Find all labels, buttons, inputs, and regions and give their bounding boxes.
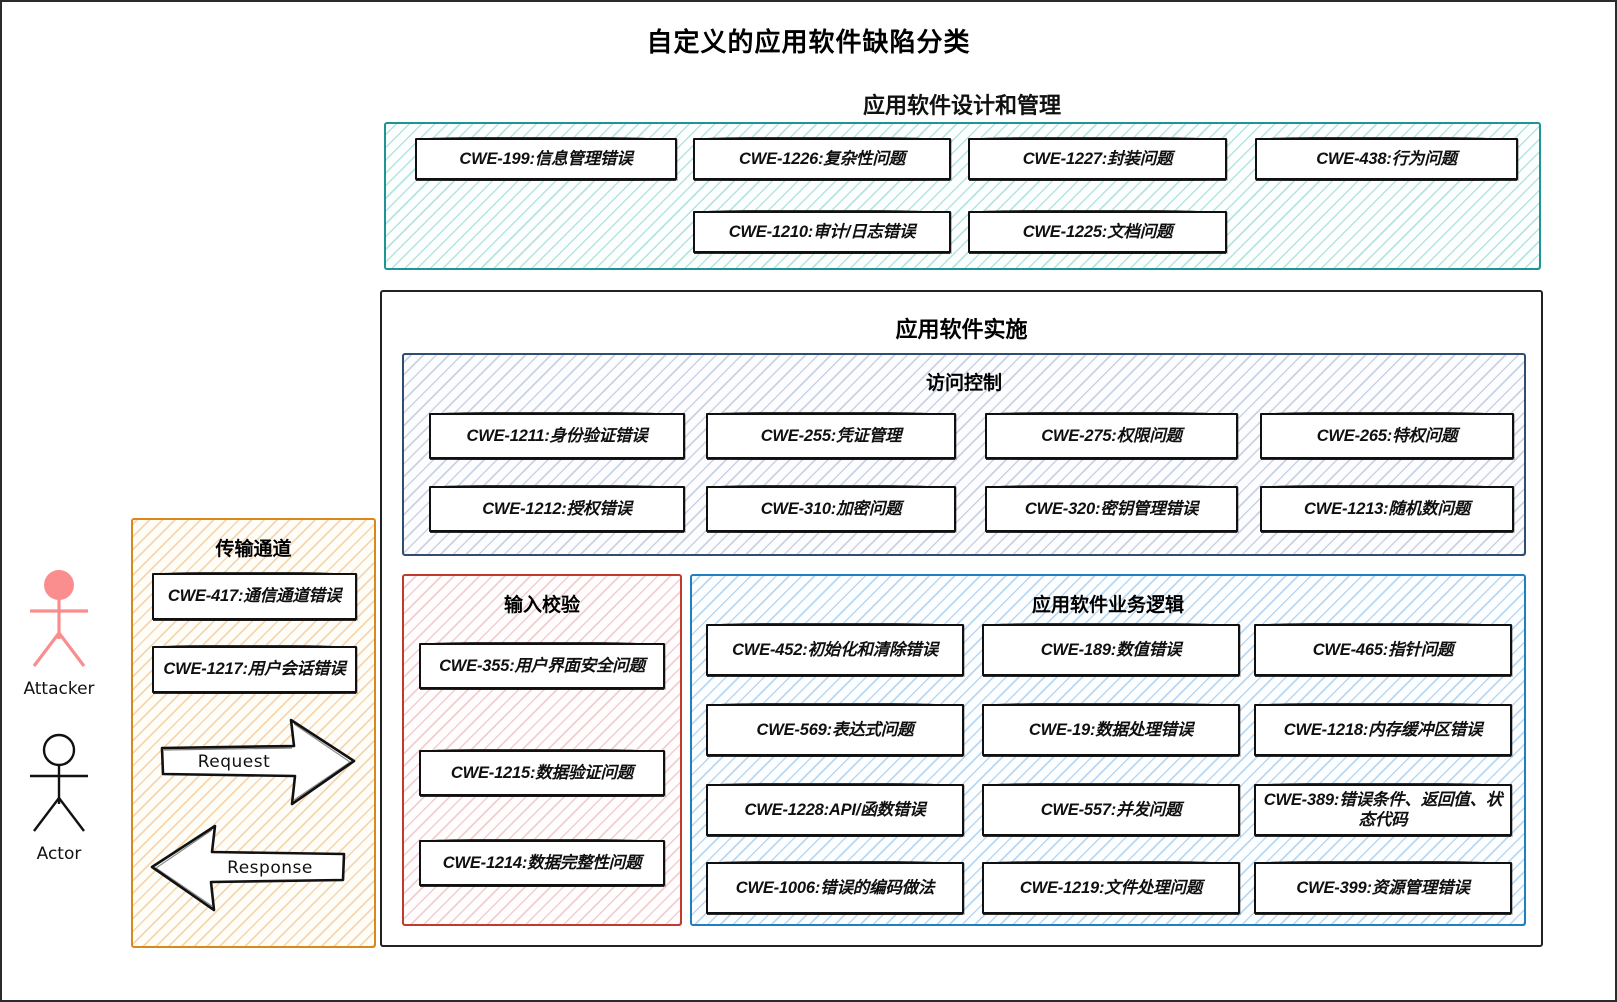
panel-access-control-title: 访问控制 (925, 373, 1002, 394)
cwe-label: CWE-557:并发问题 (1040, 800, 1182, 819)
cwe-box[interactable]: CWE-199:信息管理错误 (415, 137, 677, 181)
cwe-box[interactable]: CWE-1226:复杂性问题 (693, 137, 951, 181)
cwe-box[interactable]: CWE-1006:错误的编码做法 (706, 861, 964, 915)
cwe-box[interactable]: CWE-1215:数据验证问题 (419, 749, 665, 797)
cwe-box[interactable]: CWE-255:凭证管理 (706, 412, 956, 460)
cwe-label: CWE-1219:文件处理问题 (1019, 878, 1203, 897)
cwe-label: CWE-417:通信通道错误 (167, 587, 342, 606)
cwe-box[interactable]: CWE-417:通信通道错误 (152, 572, 357, 621)
cwe-box[interactable]: CWE-19:数据处理错误 (982, 703, 1240, 757)
cwe-box[interactable]: CWE-557:并发问题 (982, 783, 1240, 837)
cwe-label: CWE-1210:审计/日志错误 (728, 222, 916, 241)
cwe-label: CWE-265:特权问题 (1316, 426, 1458, 445)
cwe-box[interactable]: CWE-320:密钥管理错误 (985, 485, 1238, 533)
cwe-label: CWE-1214:数据完整性问题 (442, 853, 642, 872)
actor-attacker: Attacker (4, 567, 114, 699)
cwe-box[interactable]: CWE-438:行为问题 (1255, 137, 1518, 181)
cwe-label: CWE-275:权限问题 (1041, 426, 1182, 445)
cwe-label: CWE-1213:随机数问题 (1304, 499, 1470, 518)
cwe-box[interactable]: CWE-1228:API/函数错误 (706, 783, 964, 837)
cwe-label: CWE-452:初始化和清除错误 (732, 640, 938, 659)
cwe-label: CWE-438:行为问题 (1316, 149, 1457, 168)
cwe-box[interactable]: CWE-1218:内存缓冲区错误 (1254, 703, 1512, 757)
cwe-box[interactable]: CWE-452:初始化和清除错误 (706, 623, 964, 677)
cwe-box[interactable]: CWE-1227:封装问题 (968, 137, 1227, 181)
arrow-request: Request (158, 714, 358, 809)
cwe-box[interactable]: CWE-1213:随机数问题 (1260, 485, 1514, 533)
cwe-box[interactable]: CWE-465:指针问题 (1254, 623, 1512, 677)
attacker-icon (30, 570, 88, 667)
cwe-label: CWE-1212:授权错误 (482, 499, 632, 518)
cwe-label: CWE-1225:文档问题 (1022, 222, 1173, 241)
cwe-label: CWE-1227:封装问题 (1022, 149, 1173, 168)
cwe-label: CWE-1215:数据验证问题 (450, 763, 634, 782)
cwe-label: CWE-310:加密问题 (760, 499, 902, 518)
cwe-label: CWE-389:错误条件、返回值、状态代码 (1263, 790, 1503, 829)
cwe-box[interactable]: CWE-1225:文档问题 (968, 210, 1227, 254)
request-arrow-icon (160, 718, 356, 806)
cwe-box[interactable]: CWE-1219:文件处理问题 (982, 861, 1240, 915)
cwe-label: CWE-255:凭证管理 (760, 426, 902, 445)
cwe-label: CWE-1211:身份验证错误 (466, 426, 648, 445)
cwe-label: CWE-1218:内存缓冲区错误 (1283, 720, 1483, 739)
cwe-box[interactable]: CWE-355:用户界面安全问题 (419, 642, 665, 690)
cwe-box[interactable]: CWE-1212:授权错误 (429, 485, 685, 533)
actor-attacker-label: Attacker (23, 679, 95, 699)
cwe-box[interactable]: CWE-1217:用户会话错误 (152, 645, 357, 694)
cwe-box[interactable]: CWE-389:错误条件、返回值、状态代码 (1254, 783, 1512, 837)
cwe-box[interactable]: CWE-265:特权问题 (1260, 412, 1514, 460)
panel-transmission-title: 传输通道 (215, 539, 292, 560)
cwe-label: CWE-19:数据处理错误 (1028, 720, 1194, 739)
panel-input-validation-title: 输入校验 (503, 595, 580, 616)
cwe-label: CWE-1226:复杂性问题 (739, 149, 905, 168)
response-arrow-icon (150, 824, 346, 912)
panel-implementation-title: 应用软件实施 (895, 317, 1028, 342)
actor-user-label: Actor (36, 844, 82, 864)
cwe-label: CWE-189:数值错误 (1040, 640, 1182, 659)
cwe-box[interactable]: CWE-310:加密问题 (706, 485, 956, 533)
cwe-label: CWE-355:用户界面安全问题 (439, 656, 645, 675)
cwe-label: CWE-320:密钥管理错误 (1024, 499, 1199, 518)
page-title: 自定义的应用软件缺陷分类 (646, 27, 971, 57)
cwe-label: CWE-199:信息管理错误 (459, 149, 633, 168)
section-design-title: 应用软件设计和管理 (862, 93, 1061, 118)
cwe-box[interactable]: CWE-1210:审计/日志错误 (693, 210, 951, 254)
cwe-label: CWE-1006:错误的编码做法 (735, 878, 935, 897)
panel-business-logic-title: 应用软件业务逻辑 (1031, 595, 1184, 616)
cwe-label: CWE-1217:用户会话错误 (163, 660, 346, 679)
cwe-label: CWE-399:资源管理错误 (1296, 878, 1470, 897)
cwe-label: CWE-1228:API/函数错误 (744, 800, 926, 819)
cwe-label: CWE-465:指针问题 (1312, 640, 1454, 659)
actor-icon (30, 733, 88, 832)
arrow-response: Response (148, 820, 348, 915)
cwe-box[interactable]: CWE-189:数值错误 (982, 623, 1240, 677)
cwe-box[interactable]: CWE-569:表达式问题 (706, 703, 964, 757)
actor-user: Actor (4, 732, 114, 864)
cwe-box[interactable]: CWE-1214:数据完整性问题 (419, 839, 665, 887)
cwe-label: CWE-569:表达式问题 (756, 720, 914, 739)
cwe-box[interactable]: CWE-275:权限问题 (985, 412, 1238, 460)
cwe-box[interactable]: CWE-399:资源管理错误 (1254, 861, 1512, 915)
cwe-box[interactable]: CWE-1211:身份验证错误 (429, 412, 685, 460)
